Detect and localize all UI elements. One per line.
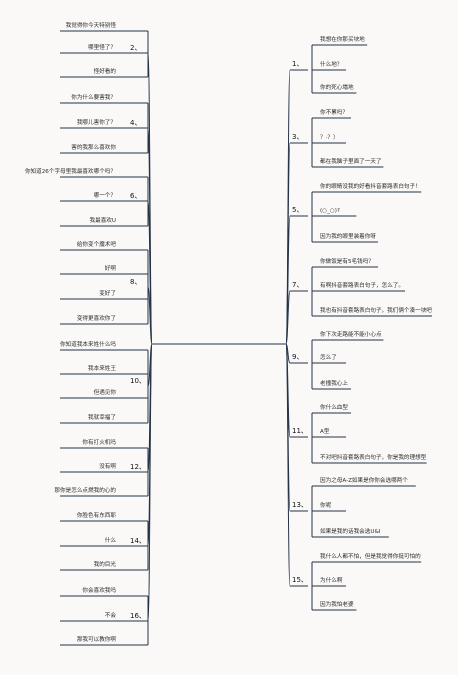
left-branch-item: 你脸色有东西耶	[76, 513, 116, 519]
left-branch-item: 变得更喜欢你了	[76, 316, 116, 322]
left-branch-item: 那我可以教你啊	[76, 637, 116, 643]
left-branch-number: 16、	[130, 612, 146, 620]
right-branch-item: 什么地？	[320, 62, 343, 68]
left-branch-item: 哪里怪了？	[88, 45, 116, 51]
right-branch-connector	[285, 215, 308, 345]
left-branch-item: 你有打火机吗	[82, 440, 116, 446]
right-branch-item: 如果是我的话我会选U&I	[320, 529, 381, 535]
right-branch-item: 我想在你那买块地	[320, 37, 365, 43]
right-branch-item: 都在我脑子里面了一天了	[320, 159, 382, 165]
left-branch-item: 我哪儿害你了？	[76, 120, 116, 126]
right-branch-number: 7、	[292, 281, 304, 289]
right-branch-item: 老撞我心上	[320, 381, 348, 387]
left-branch-item: 给你变个魔术吧	[76, 242, 116, 248]
left-branch-item: 哪一个？	[93, 193, 116, 199]
left-branch-number: 6、	[130, 192, 142, 200]
left-branch-item: 你知道26个字母里我最喜欢哪个吗？	[24, 169, 116, 175]
right-branch-connector	[285, 142, 308, 345]
left-branch-item: 什么	[104, 538, 116, 544]
left-branch-item: 我本来姓王	[88, 366, 116, 372]
central-topic-node	[206, 320, 254, 332]
left-branch-item: 变好了	[99, 291, 116, 297]
right-branch-item: 为什么啊	[320, 578, 343, 584]
left-branch-item: 你会喜欢我吗	[82, 588, 116, 594]
left-branch-item: 怪好看的	[93, 69, 116, 75]
right-branch-item: 你的眼睛没我的好看抖音套路表白句子！	[320, 184, 421, 190]
right-branch-item: 因为之母A-Z如果是你你会选哪两个	[320, 478, 408, 484]
right-branch-item: (○_○)?	[320, 208, 340, 214]
right-branch-item: 你呢	[320, 503, 332, 509]
right-branch-item: 怎么了	[320, 355, 337, 361]
left-branch-item: 害的我那么喜欢你	[71, 145, 116, 151]
left-branch-item: 但遇见你	[93, 390, 116, 396]
left-branch-item: 我觉得你今天特别怪	[65, 23, 116, 29]
right-branch-item: 我也有抖音套路表白句子，我们俩个凑一块吧	[320, 308, 432, 314]
left-branch-item: 好啊	[104, 266, 116, 272]
left-branch-item: 你知道我本来姓什么吗	[60, 342, 116, 348]
right-branch-item: 你下次走路能不能小心点	[320, 332, 382, 338]
right-branch-item: 因为我怕老婆	[320, 602, 354, 608]
right-branch-number: 3、	[292, 133, 304, 141]
left-branch-item: 没有啊	[99, 464, 116, 470]
right-branch-item: 我什么人都不怕，但是我觉得你挺可怕的	[320, 554, 421, 560]
right-branch-connector	[285, 343, 308, 364]
left-branch-item: 你为什么要害我？	[71, 95, 116, 101]
left-branch-connector	[147, 343, 153, 622]
right-branch-item: ？·？）	[320, 135, 339, 141]
right-branch-item: 你什么血型	[320, 405, 348, 411]
right-branch-connector	[285, 290, 308, 345]
right-branch-item: 因为我的眼里装着你呀	[320, 234, 376, 240]
right-branch-number: 1、	[292, 60, 304, 68]
left-branch-item: 我就幸福了	[88, 415, 116, 421]
right-branch-number: 15、	[292, 576, 308, 584]
right-branch-number: 13、	[292, 501, 308, 509]
right-branch-item: A型	[320, 429, 330, 435]
left-branch-item: 我最喜欢U	[89, 218, 116, 224]
left-branch-item: 不会	[104, 613, 116, 619]
left-branch-number: 12、	[130, 463, 146, 471]
right-branch-number: 9、	[292, 353, 304, 361]
left-branch-number: 8、	[130, 278, 142, 286]
left-branch-item: 那你是怎么点燃我的心的	[54, 488, 116, 494]
right-branch-item: 有啊抖音套路表白句子，怎么了。	[320, 283, 404, 289]
right-branch-item: 你做饭是有5毛钱吗？	[320, 259, 374, 265]
right-branch-number: 5、	[292, 206, 304, 214]
right-branch-number: 11、	[292, 427, 308, 435]
left-branch-number: 10、	[130, 377, 146, 385]
left-branch-number: 4、	[130, 119, 142, 127]
left-branch-number: 2、	[130, 44, 142, 52]
right-branch-item: 你的死心塌地	[320, 85, 354, 91]
right-branch-item: 不对吧抖音套路表白句子，你是我的理想型	[320, 455, 427, 461]
right-branch-connector	[285, 343, 308, 587]
right-branch-item: 你不累吗？	[320, 110, 348, 116]
left-branch-item: 我的目光	[93, 562, 116, 568]
left-branch-number: 14、	[130, 537, 146, 545]
